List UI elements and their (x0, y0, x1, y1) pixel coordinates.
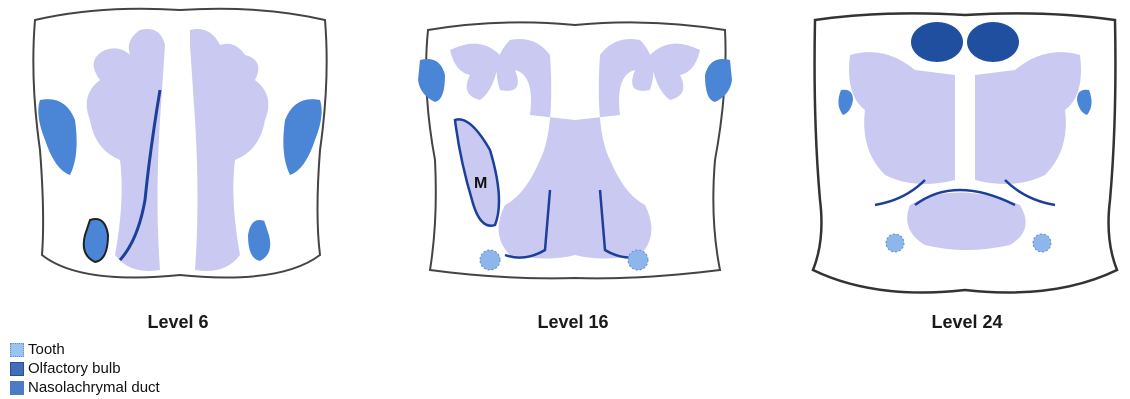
left-tooth (480, 250, 500, 270)
legend-label-tooth: Tooth (28, 340, 65, 359)
level-6-section-diagram (20, 0, 340, 290)
olfactory-bulb-swatch-icon (10, 362, 24, 376)
legend-label-olfactory-bulb: Olfactory bulb (28, 359, 121, 378)
legend-label-nasolachrymal-duct: Nasolachrymal duct (28, 378, 160, 397)
level-16-label: Level 16 (473, 312, 673, 333)
nasolachrymal-duct-swatch-icon (10, 381, 24, 395)
left-lower-duct (84, 219, 108, 262)
legend-item-tooth: Tooth (10, 340, 160, 359)
right-tooth (628, 250, 648, 270)
left-tooth (886, 234, 904, 252)
legend-item-nasolachrymal-duct: Nasolachrymal duct (10, 378, 160, 397)
level-24-label: Level 24 (867, 312, 1067, 333)
level-24-section-diagram (805, 0, 1125, 300)
right-tooth (1033, 234, 1051, 252)
level-16-section-diagram: M (410, 0, 740, 290)
head-outline (33, 9, 326, 278)
legend-item-olfactory-bulb: Olfactory bulb (10, 359, 160, 378)
right-lower-duct (247, 219, 271, 262)
legend: Tooth Olfactory bulb Nasolachrymal duct (10, 340, 160, 397)
level-6-label: Level 6 (78, 312, 278, 333)
meatus-label: M (474, 175, 487, 192)
right-olfactory-bulb (967, 22, 1019, 62)
left-olfactory-bulb (911, 22, 963, 62)
tooth-swatch-icon (10, 343, 24, 357)
